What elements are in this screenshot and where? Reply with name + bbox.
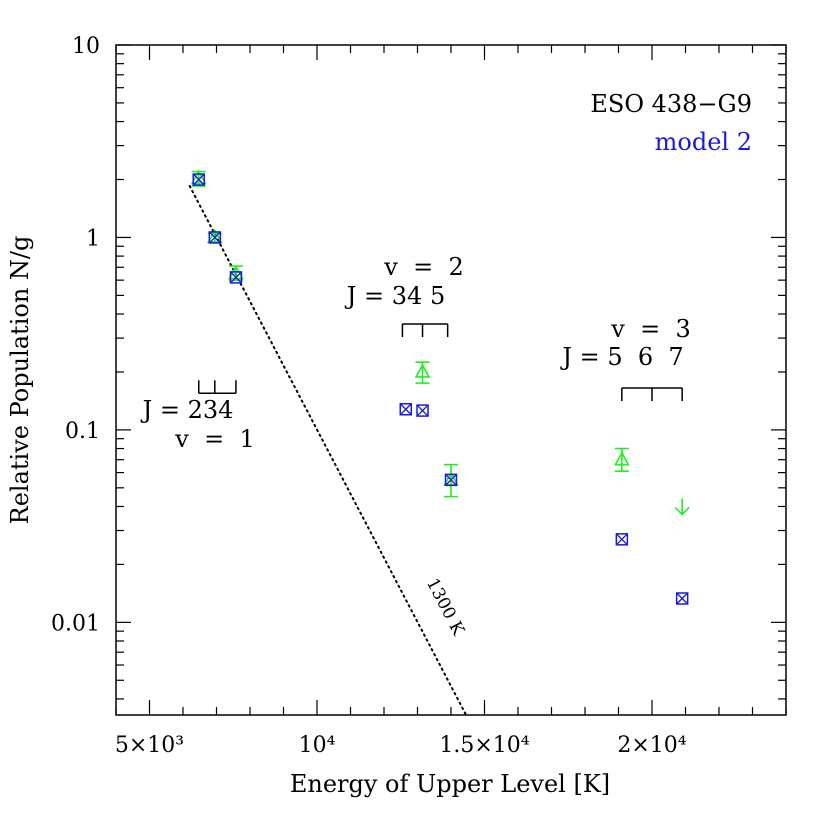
x-tick-label: 5×10³ <box>115 733 184 758</box>
arrow-head <box>674 506 690 516</box>
triangle-marker <box>190 169 207 185</box>
fit-line-label: 1300 K <box>422 575 468 639</box>
box-marker <box>615 533 629 546</box>
x-axis-title: Energy of Upper Level [K] <box>290 770 610 798</box>
box-marker <box>208 231 222 244</box>
rotational-label: J = 234 <box>140 396 234 424</box>
box-marker <box>229 271 243 284</box>
triangle-marker <box>414 363 431 378</box>
cross-stroke <box>192 173 205 186</box>
box-marker <box>444 473 458 487</box>
y-tick-label: 1 <box>86 226 100 251</box>
y-tick-label: 0.1 <box>65 419 100 444</box>
cross-stroke <box>399 403 412 416</box>
cross-stroke <box>208 231 221 244</box>
legend-label-model: model 2 <box>655 128 752 156</box>
x-tick-label: 2×10⁴ <box>617 733 686 758</box>
cross-stroke <box>416 404 429 417</box>
y-tick-label: 10 <box>72 34 100 59</box>
model-point <box>416 404 429 417</box>
legend-label-observed: ESO 438−G9 <box>590 90 752 118</box>
vibrational-label: v = 2 <box>383 253 463 281</box>
y-axis-title: Relative Population N/g <box>6 236 34 525</box>
cross-stroke <box>615 533 628 546</box>
model-point <box>444 473 458 487</box>
x-tick-label: 10⁴ <box>299 733 336 758</box>
box-marker <box>416 404 429 417</box>
observed-series <box>190 169 690 516</box>
axis-ticks: 5×10³ 10⁴ 1.5×10⁴ 2×10⁴ 0.01 0.1 1 10 <box>51 34 787 758</box>
upper-limit-arrow <box>674 498 690 516</box>
cross-stroke <box>445 473 457 486</box>
box-marker <box>192 173 205 186</box>
model-point <box>208 231 222 244</box>
cross-stroke <box>676 592 689 605</box>
vibrational-label: v = 1 <box>174 425 254 453</box>
vibrational-label: v = 3 <box>610 315 690 343</box>
model-point <box>399 403 413 416</box>
x-tick-label: 1.5×10⁴ <box>439 733 529 758</box>
model-series <box>192 173 689 605</box>
model-point <box>615 533 629 546</box>
model-point <box>675 592 689 605</box>
y-tick-label: 0.01 <box>51 611 100 636</box>
box-marker <box>399 403 413 416</box>
model-point <box>192 173 205 186</box>
rotational-label: J = 34 5 <box>344 282 445 310</box>
triangle-marker <box>614 451 630 466</box>
rotational-label: J = 5 6 7 <box>559 343 683 371</box>
box-marker <box>675 592 689 605</box>
cross-stroke <box>229 271 242 284</box>
observed-point <box>614 447 630 473</box>
model-point <box>229 271 243 284</box>
observed-point <box>414 361 431 384</box>
